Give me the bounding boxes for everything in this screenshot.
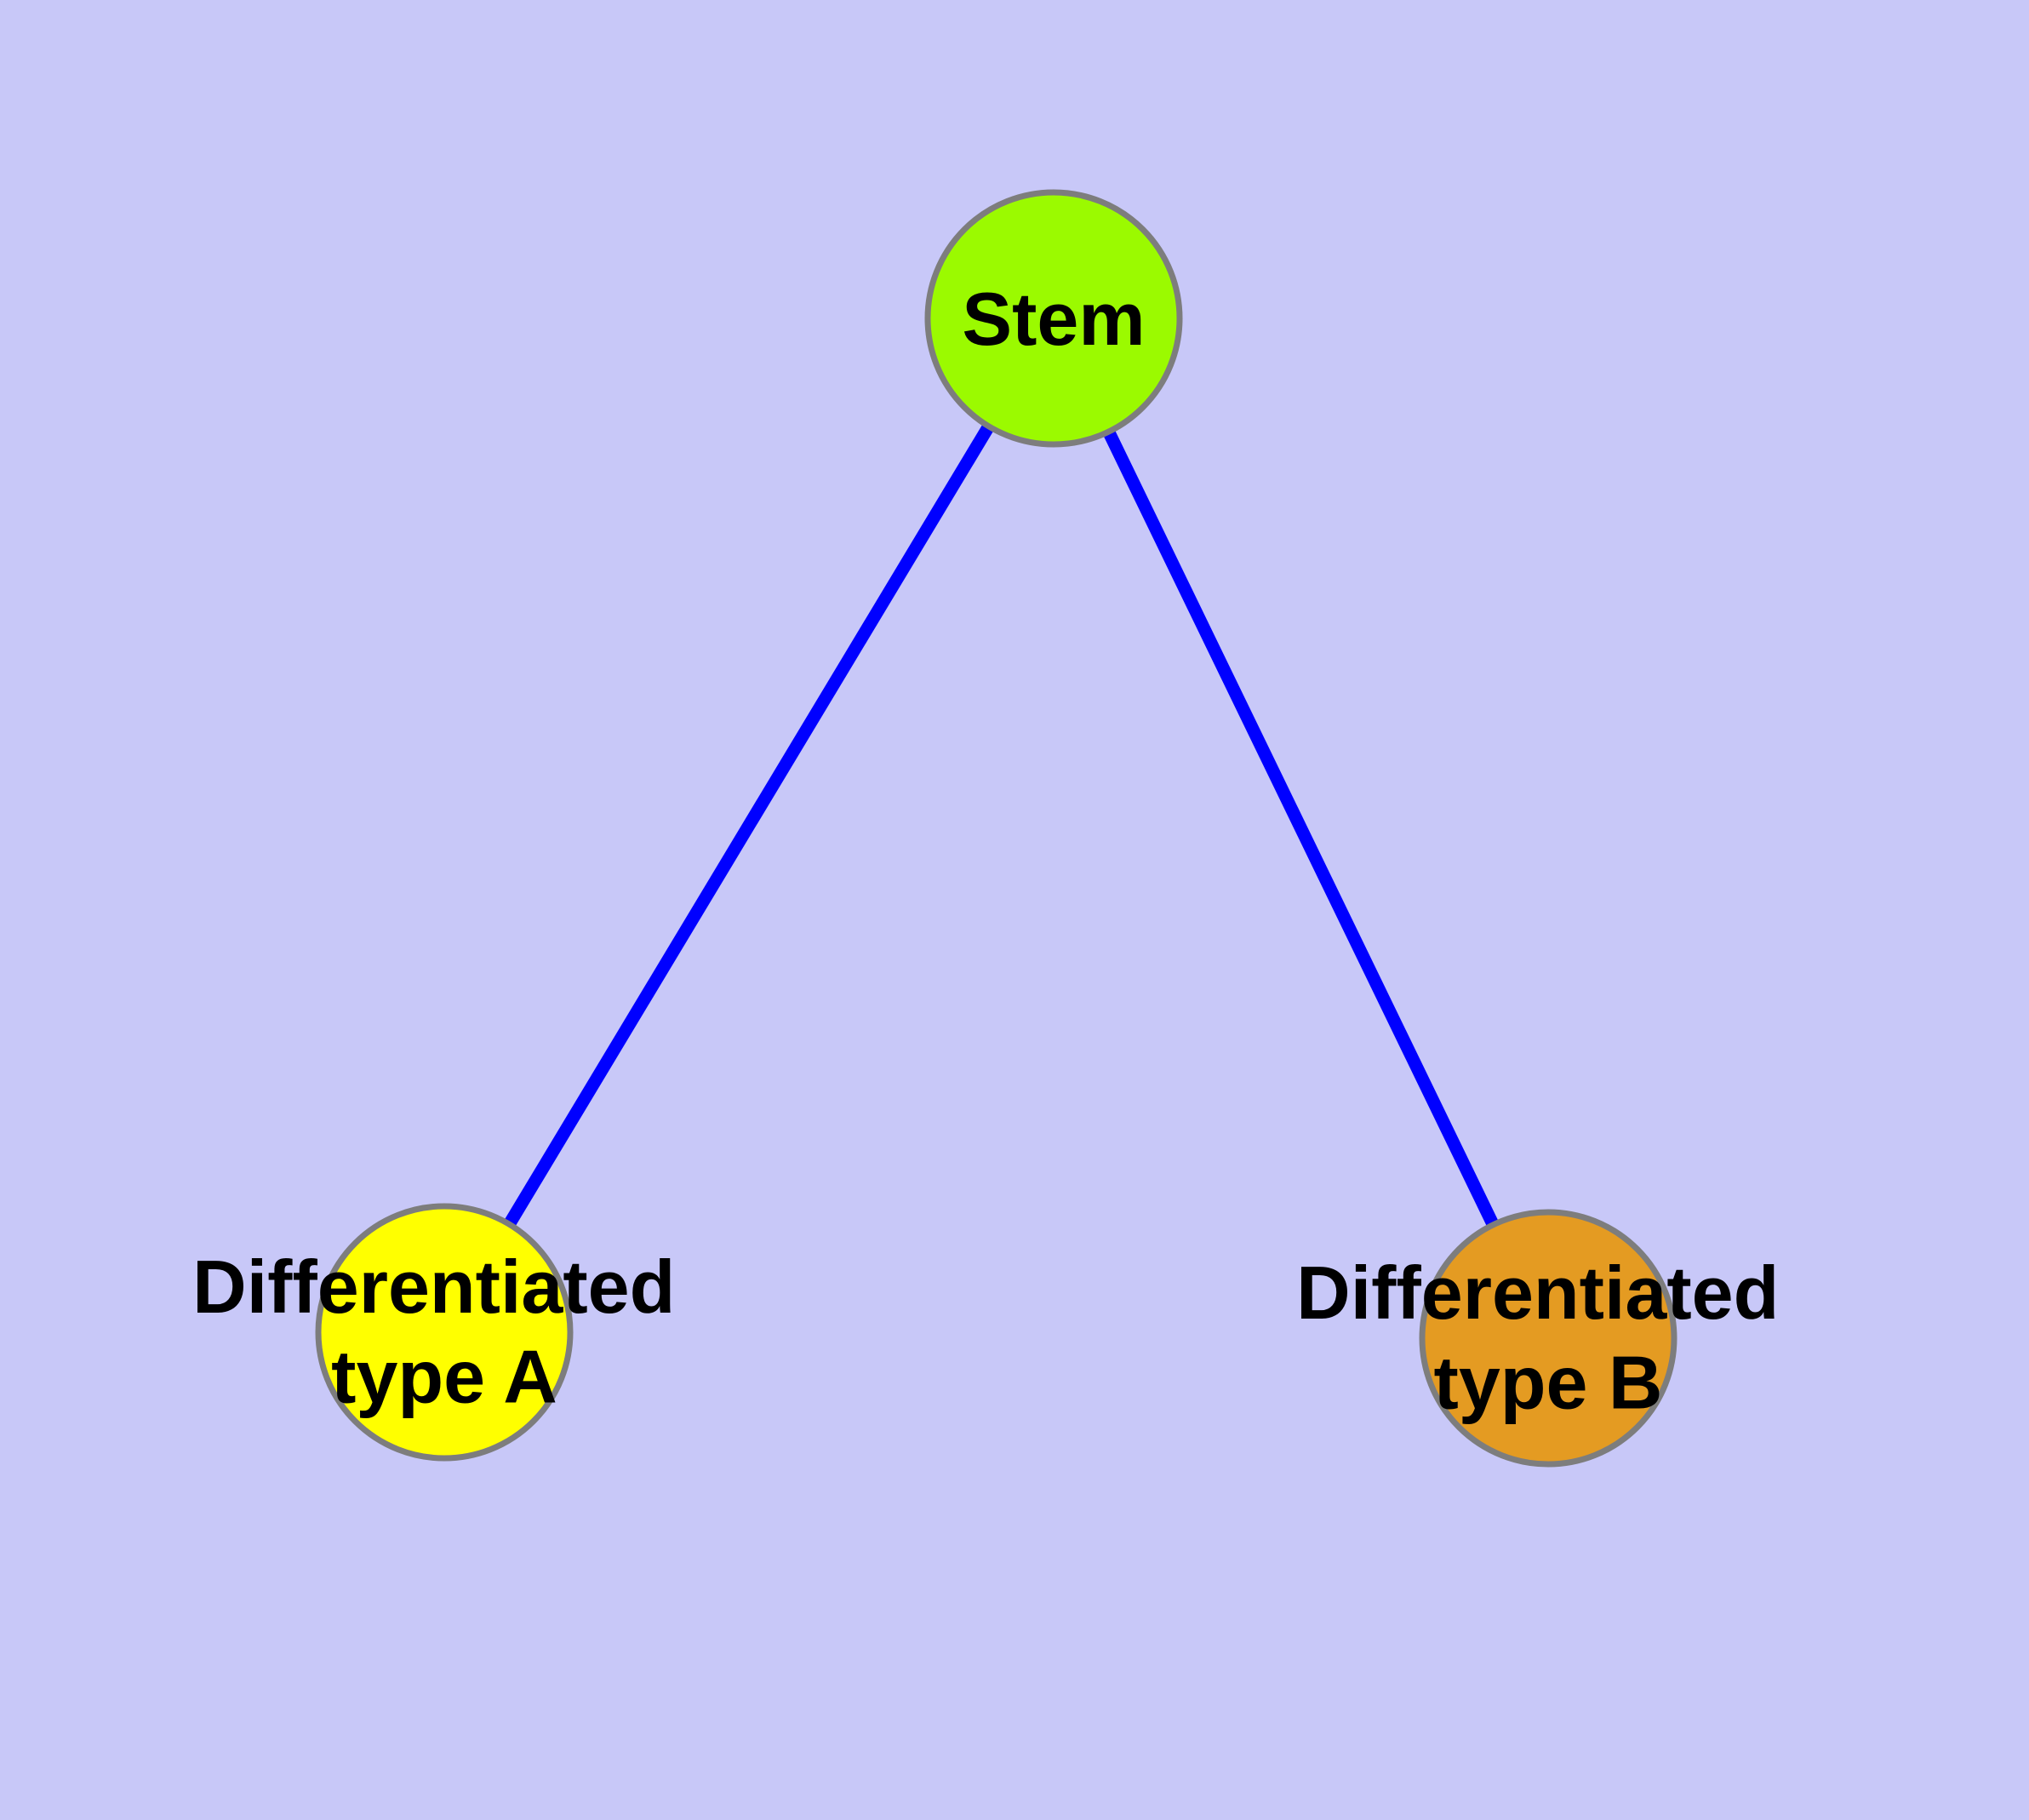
node-type-b-label-line2: type B [1434, 1341, 1663, 1425]
node-stem-label-line1: Stem [962, 277, 1145, 361]
node-type-a-label-line1: Differentiated [192, 1245, 675, 1329]
node-type-a-circle [315, 1203, 574, 1462]
node-type-b-label-line1: Differentiated [1296, 1251, 1779, 1335]
node-type-a-label: Differentiated type A [192, 1245, 696, 1419]
node-type-b-circle [1419, 1209, 1677, 1468]
edge-stem-to-type-a [438, 315, 1060, 1336]
node-type-b-label: Differentiated type B [1296, 1251, 1800, 1425]
node-stem-circle [924, 189, 1183, 448]
edge-stem-to-type-b [1048, 315, 1554, 1342]
node-stem-label: Stem [962, 277, 1145, 361]
node-type-a-label-line2: type A [331, 1335, 557, 1419]
